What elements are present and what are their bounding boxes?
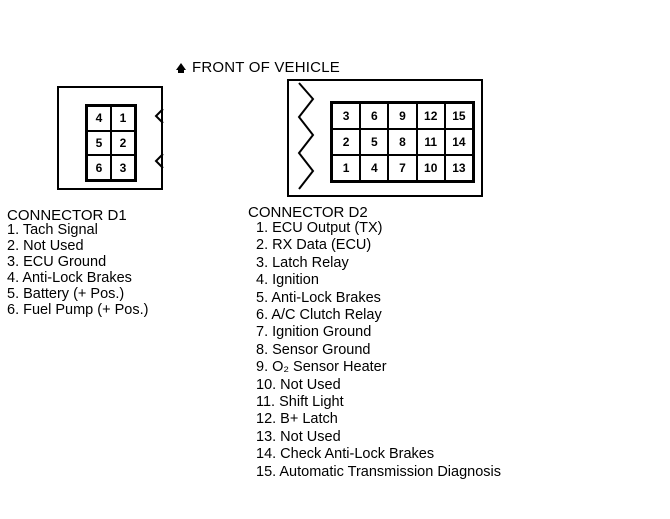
pin-number-cell: 10 [416, 155, 445, 181]
pin-description: 6. A/C Clutch Relay [256, 307, 382, 324]
pin-number-cell: 6 [87, 155, 111, 180]
pin-number-cell: 13 [444, 155, 473, 181]
pin-description: 1. Tach Signal [7, 222, 98, 238]
connector-d2-spring-icon [297, 82, 315, 190]
pin-description: 5. Battery (+ Pos.) [7, 286, 125, 302]
pin-number-cell: 5 [87, 130, 111, 156]
pin-description: 13. Not Used [256, 428, 341, 445]
connector-d1-title: CONNECTOR D1 [7, 207, 127, 224]
pin-description: 4. Ignition [256, 272, 319, 289]
connector-d2-pin-list: 1. ECU Output (TX)2. RX Data (ECU)3. Lat… [256, 220, 501, 481]
pin-description: 6. Fuel Pump (+ Pos.) [7, 302, 149, 318]
pin-number-cell: 4 [360, 155, 389, 181]
pin-description: 7. Ignition Ground [256, 324, 372, 341]
pin-description: 15. Automatic Transmission Diagnosis [256, 463, 501, 480]
pin-number-cell: 1 [111, 106, 135, 131]
pin-number-cell: 12 [416, 103, 445, 129]
pin-number-cell: 4 [87, 106, 111, 131]
connector-d1-housing [57, 86, 163, 190]
pin-description: 12. B+ Latch [256, 411, 338, 428]
pin-description: 10. Not Used [256, 376, 341, 393]
pin-number-cell: 9 [388, 103, 417, 129]
front-of-vehicle-label: FRONT OF VEHICLE [176, 59, 340, 76]
pin-description: 1. ECU Output (TX) [256, 220, 383, 236]
connector-d2-title: CONNECTOR D2 [248, 204, 368, 221]
pin-number-cell: 1 [332, 155, 361, 181]
pin-description: 2. Not Used [7, 238, 84, 254]
pin-number-cell: 8 [388, 129, 417, 155]
pin-description: 5. Anti-Lock Brakes [256, 289, 381, 306]
pin-number-cell: 5 [360, 129, 389, 155]
pin-description: 9. O₂ Sensor Heater [256, 359, 387, 376]
pin-description: 3. Latch Relay [256, 254, 349, 271]
pin-description: 11. Shift Light [256, 394, 344, 411]
pin-number-cell: 6 [360, 103, 389, 129]
pin-number-cell: 2 [332, 129, 361, 155]
pin-description: 2. RX Data (ECU) [256, 237, 372, 254]
pin-number-cell: 14 [444, 129, 473, 155]
pin-number-cell: 3 [111, 155, 135, 180]
pin-number-cell: 7 [388, 155, 417, 181]
pin-number-cell: 3 [332, 103, 361, 129]
pin-number-cell: 2 [111, 130, 135, 156]
pin-number-cell: 11 [416, 129, 445, 155]
pin-description: 4. Anti-Lock Brakes [7, 270, 132, 286]
pin-number-cell: 15 [444, 103, 473, 129]
pin-description: 14. Check Anti-Lock Brakes [256, 446, 435, 463]
connector-d1-latch-tabs [154, 108, 164, 169]
pin-description: 8. Sensor Ground [256, 341, 371, 358]
pin-description: 3. ECU Ground [7, 254, 107, 270]
connector-d2-housing [287, 79, 483, 197]
arrow-up-icon [176, 62, 186, 73]
